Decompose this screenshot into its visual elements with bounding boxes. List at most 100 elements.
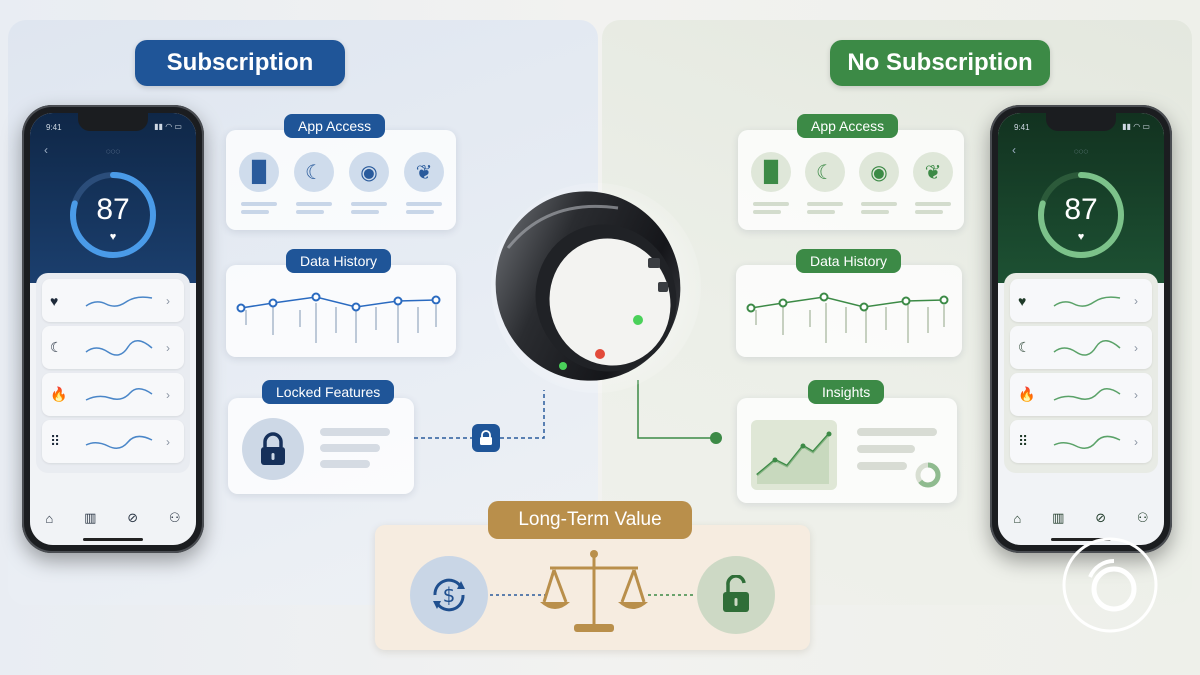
- phone-screen: 9:41 ▮▮ ◠ ▭ ‹ ◌◌◌ 87 ♥ ♥ › ☾ › 🔥: [998, 113, 1164, 545]
- home-icon[interactable]: ⌂: [45, 510, 54, 526]
- placeholder-line: [753, 210, 781, 214]
- heart-icon: ♥: [1018, 292, 1027, 309]
- score-value: 87: [96, 193, 130, 226]
- long-term-value-title: Long-Term Value: [488, 501, 692, 539]
- lock-icon: [242, 418, 304, 480]
- placeholder-line: [320, 444, 380, 452]
- list-item[interactable]: ♥ ›: [1010, 279, 1152, 322]
- status-time: 9:41: [46, 123, 62, 132]
- score-ring: [1038, 172, 1124, 258]
- subscription-title: Subscription: [135, 40, 345, 86]
- sparkline: [85, 339, 153, 356]
- heart-icon: ♥: [50, 292, 59, 309]
- dotted-connector: [490, 594, 548, 596]
- placeholder-line: [296, 202, 332, 206]
- placeholder-line: [915, 202, 951, 206]
- placeholder-line: [807, 202, 843, 206]
- sparkline: [1053, 435, 1121, 449]
- stats-icon[interactable]: ▥: [84, 510, 97, 525]
- list-item[interactable]: 🔥 ›: [1010, 373, 1152, 416]
- list-item[interactable]: ♥ ›: [42, 279, 184, 322]
- donut-chart-icon: [915, 462, 941, 488]
- metrics-list: ♥ › ☾ › 🔥 › ⠿ ›: [1004, 273, 1158, 473]
- data-history-card: [736, 265, 962, 357]
- sparkline: [85, 295, 153, 307]
- moon-icon: ☾: [1018, 339, 1031, 355]
- bar-chart-icon: ▐▌: [751, 152, 791, 192]
- app-access-label: App Access: [284, 114, 386, 138]
- sparkline: [85, 435, 153, 449]
- locked-features-card: [228, 398, 414, 494]
- leaf-icon: ❦: [404, 152, 444, 192]
- tab-bar: ⌂ ▥ ⊘ ⚇: [30, 503, 196, 533]
- leaf-icon[interactable]: ⊘: [127, 510, 139, 525]
- phone-screen: 9:41 ▮▮ ◠ ▭ ‹ ◌◌◌ 87 ♥ ♥ › ☾ › 🔥: [30, 113, 196, 545]
- back-arrow-icon[interactable]: ‹: [1012, 143, 1016, 157]
- list-item[interactable]: ☾ ›: [1010, 326, 1152, 369]
- brand-logo-icon: [1062, 537, 1158, 633]
- score-ring: [70, 172, 156, 258]
- list-item[interactable]: 🔥 ›: [42, 373, 184, 416]
- placeholder-line: [241, 202, 277, 206]
- moon-icon: ☾: [294, 152, 334, 192]
- list-item[interactable]: ☾ ›: [42, 326, 184, 369]
- placeholder-line: [861, 210, 889, 214]
- list-item[interactable]: ⠿ ›: [1010, 420, 1152, 463]
- home-indicator: [83, 538, 143, 541]
- chevron-right-icon: ›: [1134, 340, 1138, 355]
- tab-bar: ⌂ ▥ ⊘ ⚇: [998, 503, 1164, 533]
- back-arrow-icon[interactable]: ‹: [44, 143, 48, 157]
- balance-scale-icon: [540, 550, 648, 632]
- placeholder-line: [857, 428, 937, 436]
- insights-label: Insights: [808, 380, 885, 404]
- locked-features-label: Locked Features: [262, 380, 395, 404]
- placeholder-line: [406, 202, 442, 206]
- app-access-label: App Access: [797, 114, 899, 138]
- placeholder-line: [406, 210, 434, 214]
- bar-chart-icon: ▐▌: [239, 152, 279, 192]
- status-icons: ▮▮ ◠ ▭: [1122, 122, 1150, 131]
- placeholder-line: [753, 202, 789, 206]
- heart-icon: ♥: [1077, 231, 1085, 243]
- leaf-icon: ❦: [913, 152, 953, 192]
- placeholder-line: [351, 202, 387, 206]
- footsteps-icon: ⠿: [50, 433, 61, 449]
- signal-label-icon: ◌◌◌: [1073, 147, 1089, 156]
- chevron-right-icon: ›: [166, 340, 170, 355]
- home-icon[interactable]: ⌂: [1013, 510, 1022, 526]
- history-chart: [746, 292, 949, 343]
- flame-icon: 🔥: [50, 386, 68, 402]
- smart-ring-image: [491, 183, 701, 393]
- phone-notch: [1046, 113, 1116, 131]
- metrics-list: ♥ › ☾ › 🔥 › ⠿ ›: [36, 273, 190, 473]
- app-access-card: ▐▌ ☾ ◉ ❦: [738, 130, 964, 230]
- placeholder-line: [351, 210, 379, 214]
- brain-icon: ◉: [859, 152, 899, 192]
- profile-icon[interactable]: ⚇: [1136, 510, 1149, 525]
- profile-icon[interactable]: ⚇: [168, 510, 181, 525]
- svg-text:$: $: [443, 583, 456, 607]
- unlock-icon: [697, 556, 775, 634]
- placeholder-line: [241, 210, 269, 214]
- placeholder-line: [296, 210, 324, 214]
- stats-icon[interactable]: ▥: [1052, 510, 1065, 525]
- placeholder-line: [807, 210, 835, 214]
- placeholder-line: [320, 428, 390, 436]
- small-lock-icon: [472, 424, 500, 452]
- leaf-icon[interactable]: ⊘: [1095, 510, 1107, 525]
- insights-chart-icon: [751, 420, 837, 490]
- score-header: 9:41 ▮▮ ◠ ▭ ‹ ◌◌◌ 87 ♥: [998, 113, 1164, 283]
- signal-label-icon: ◌◌◌: [105, 147, 121, 156]
- score-header: 9:41 ▮▮ ◠ ▭ ‹ ◌◌◌ 87 ♥: [30, 113, 196, 283]
- status-icons: ▮▮ ◠ ▭: [154, 122, 182, 131]
- score-value: 87: [1064, 193, 1098, 226]
- connector-line: [414, 390, 545, 439]
- data-history-label: Data History: [796, 249, 902, 273]
- chevron-right-icon: ›: [166, 387, 170, 402]
- chevron-right-icon: ›: [1134, 293, 1138, 308]
- insights-card: [737, 398, 957, 503]
- data-history-label: Data History: [286, 249, 392, 273]
- app-access-card: ▐▌ ☾ ◉ ❦: [226, 130, 456, 230]
- phone-notch: [78, 113, 148, 131]
- list-item[interactable]: ⠿ ›: [42, 420, 184, 463]
